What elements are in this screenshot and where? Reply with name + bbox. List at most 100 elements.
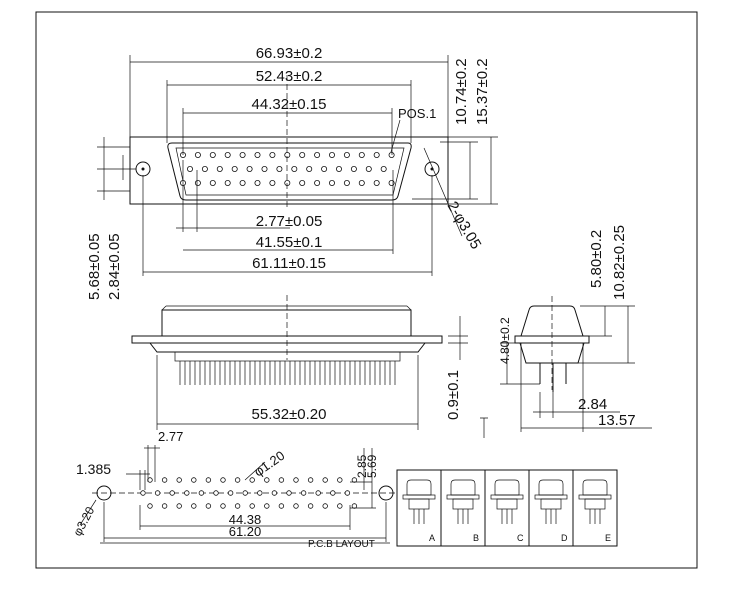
pcb-dim-phi1-20: φ1.20 (251, 448, 287, 480)
dim-61-11: 61.11±0.15 (252, 255, 326, 272)
end-shell (520, 305, 584, 337)
variant-body (584, 498, 606, 510)
pcb-hole (176, 503, 182, 509)
pcb-hole (286, 490, 292, 496)
dim-15-37: 15.37±0.2 (474, 58, 491, 125)
pin (186, 165, 193, 172)
dim-2-77: 2.77±0.05 (256, 213, 323, 230)
pin (209, 151, 216, 158)
variant-flange (578, 494, 612, 500)
pcb-hole (271, 490, 278, 496)
variant-flange (446, 494, 480, 500)
dim-5-80: 5.80±0.2 (588, 230, 605, 288)
pcb-hole (147, 503, 153, 509)
variants-frame (396, 469, 618, 547)
dim-5-68: 5.68±0.05 (86, 233, 103, 300)
pcb-dim-phi3-20: φ3.20 (70, 504, 97, 538)
variant-shell (538, 479, 564, 496)
pcb-hole (234, 477, 241, 483)
pin (194, 151, 201, 158)
drawing-border (35, 11, 698, 569)
pin (201, 165, 208, 172)
variant-e: E (578, 479, 612, 543)
pin (269, 151, 276, 158)
variant-flange (402, 494, 436, 500)
pin (276, 165, 283, 172)
dim-52-43: 52.43±0.2 (256, 68, 323, 85)
side-body (148, 342, 427, 353)
pcb-hole (264, 477, 270, 483)
dim-hole: 2-φ3.05 (444, 199, 485, 253)
dim-44-32: 44.32±0.15 (252, 96, 327, 113)
end-view: 5.80±0.2 10.82±0.25 4.80±0.2 2.84 13.57 (498, 225, 652, 432)
pcb-dim-5-69: 5.69 (365, 454, 379, 478)
variant-flange (534, 494, 568, 500)
dim-2-84: 2.84±0.05 (106, 233, 123, 300)
pin (239, 151, 246, 158)
pin (291, 165, 298, 172)
dim-66-93: 66.93±0.2 (256, 45, 323, 62)
dim-10-74: 10.74±0.2 (453, 58, 470, 125)
pin (388, 179, 395, 186)
d-shell-outer (167, 142, 412, 201)
pcb-hole (161, 477, 168, 483)
dim-4-80: 4.80±0.2 (498, 317, 512, 364)
pcb-hole (176, 477, 182, 483)
variant-label: A (429, 533, 435, 543)
small-marker (480, 417, 488, 438)
variant-body (408, 498, 430, 510)
pin (358, 179, 365, 186)
pcb-hole (242, 490, 248, 496)
pcb-hole (147, 477, 153, 483)
pcb-hole (220, 477, 226, 483)
pcb-hole (257, 490, 263, 496)
pcb-hole (293, 477, 299, 483)
pin (321, 165, 328, 172)
pin-array (179, 151, 395, 186)
pcb-dim-2-85: 2.85 (355, 454, 369, 478)
pin (269, 179, 276, 186)
variant-shell (582, 479, 608, 496)
pin (388, 151, 395, 158)
pcb-dim-2-77: 2.77 (158, 429, 183, 444)
variant-label: E (605, 533, 611, 543)
hole-leader (423, 147, 463, 237)
pcb-hole (351, 503, 358, 509)
mount-hole-left-center (141, 167, 145, 171)
pin (224, 151, 231, 158)
variant-body (496, 498, 518, 510)
pin (216, 165, 223, 172)
pcb-dim-44-38: 44.38 (229, 512, 262, 527)
pin (224, 179, 231, 186)
pin (335, 165, 342, 172)
pin (314, 151, 321, 158)
pcb-hole (227, 490, 234, 496)
variant-shell (450, 479, 476, 496)
pcb-hole (344, 490, 351, 496)
side-view: 55.32±0.20 0.9±0.1 (131, 295, 488, 438)
pin (261, 165, 268, 172)
pcb-hole (278, 503, 285, 509)
pin (254, 151, 261, 158)
pcb-hole (220, 503, 226, 509)
pcb-hole (205, 477, 212, 483)
pcb-layout-title: P.C.B LAYOUT (308, 539, 375, 550)
pin (350, 165, 357, 172)
variant-body (452, 498, 474, 510)
pcb-hole (249, 503, 255, 509)
pin (239, 179, 246, 186)
variant-label: D (561, 533, 568, 543)
pin (373, 151, 380, 158)
pcb-hole (191, 503, 197, 509)
variant-d: D (534, 479, 568, 543)
pcb-hole (140, 490, 146, 496)
variant-flange (490, 494, 524, 500)
pcb-hole (330, 490, 336, 496)
pin (306, 165, 313, 172)
pcb-hole-array (140, 477, 358, 509)
pcb-hole (315, 490, 321, 496)
pin (373, 179, 380, 186)
pcb-hole (154, 490, 161, 496)
